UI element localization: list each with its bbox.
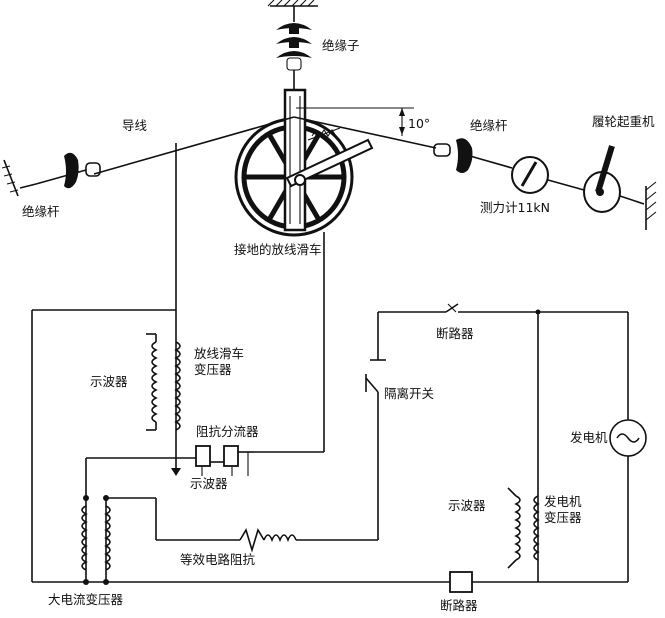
oscilloscope-right-label: 示波器 — [448, 498, 486, 513]
circuit-wiring — [31, 143, 629, 585]
generator-transformer-coil — [507, 487, 540, 569]
gen-transformer-label-line1: 发电机 — [544, 494, 582, 509]
impedance-shunt-label: 阻抗分流器 — [196, 424, 259, 439]
insulated-rod-left-label: 绝缘杆 — [22, 204, 60, 219]
oscilloscope-mid-label: 示波器 — [190, 476, 228, 491]
generator-label: 发电机 — [570, 430, 608, 445]
left-wall-anchor — [1, 159, 19, 197]
pulley-transformer-label-line1: 放线滑车 — [194, 346, 245, 361]
crawler-crane-icon — [583, 145, 645, 213]
angle-indicator — [296, 107, 414, 136]
oscilloscope-left-label: 示波器 — [90, 374, 128, 389]
grounded-stringing-pulley — [234, 88, 374, 237]
gen-transformer-label-line2: 变压器 — [544, 510, 582, 525]
conductor-label: 导线 — [122, 118, 148, 133]
disconnect-switch-label: 隔离开关 — [384, 386, 435, 401]
breaker-top-icon — [445, 303, 459, 313]
grounded-pulley-label: 接地的放线滑车 — [234, 242, 322, 257]
insulator-label: 绝缘子 — [322, 38, 360, 53]
conductor — [93, 116, 437, 175]
angle-label: 10° — [408, 116, 431, 131]
generator-icon — [609, 419, 647, 457]
equiv-impedance-label: 等效电路阻抗 — [180, 552, 256, 567]
insulated-rod-right-label: 绝缘杆 — [470, 118, 508, 133]
impedance-shunt-icon — [195, 445, 254, 476]
insulator-string — [276, 23, 312, 90]
dynamometer-label: 测力计11kN — [480, 200, 550, 215]
ground-symbol-mid — [171, 468, 181, 476]
right-wall-anchor — [645, 181, 657, 230]
breaker-bottom-icon — [449, 571, 473, 593]
ceiling-mount — [267, 0, 318, 22]
left-insulated-rod — [19, 152, 101, 189]
breaker-top-label: 断路器 — [436, 326, 474, 341]
breaker-bottom-label: 断路器 — [440, 598, 478, 613]
big-current-transformer-label: 大电流变压器 — [48, 592, 124, 607]
disconnect-switch-icon — [365, 374, 379, 393]
equivalent-impedance-icon — [239, 528, 297, 553]
right-insulated-rod — [433, 138, 513, 173]
crane-label: 履轮起重机 — [592, 114, 655, 129]
dynamometer-icon — [511, 156, 585, 194]
pulley-transformer-coil — [146, 333, 181, 431]
pulley-transformer-label-line2: 变压器 — [194, 362, 232, 377]
big-current-transformer-coil — [81, 505, 111, 571]
